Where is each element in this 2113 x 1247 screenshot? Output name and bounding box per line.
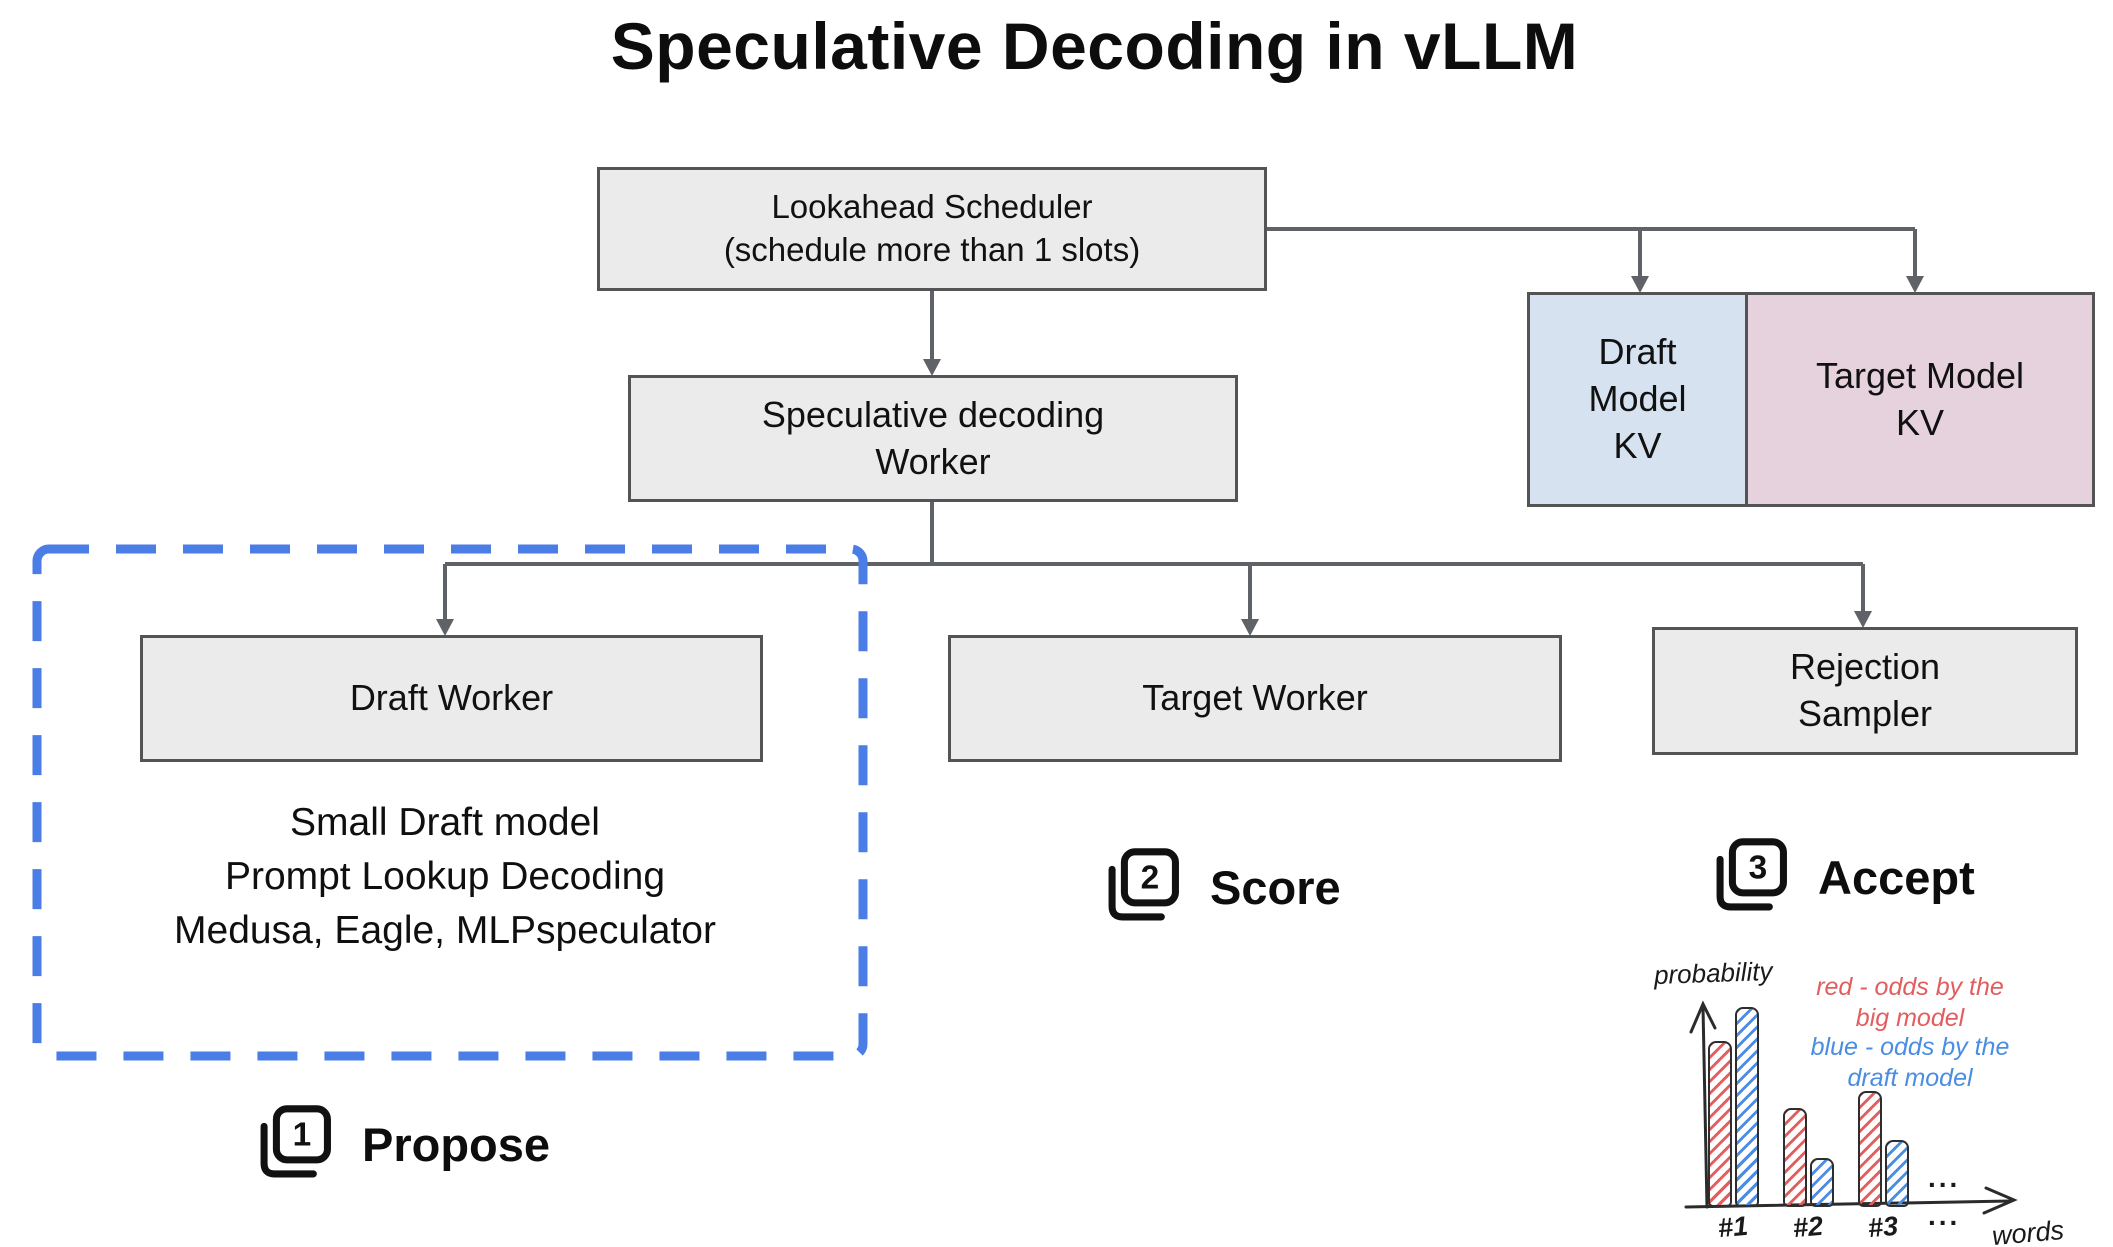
arrowheads [436, 276, 1924, 636]
x-axis-arrow-icon [1982, 1186, 2018, 1215]
step-number: 1 [293, 1117, 312, 1154]
step-number: 3 [1749, 850, 1768, 887]
arrow-down-icon [436, 619, 454, 636]
chart-tick-label: #2 [1791, 1210, 1825, 1244]
filter-2-icon: 2 [1108, 848, 1179, 921]
arrow-down-icon [1906, 276, 1924, 293]
step-label: Propose [362, 1117, 551, 1171]
chart-tick-label: #1 [1716, 1210, 1750, 1244]
connector-lines [443, 227, 1917, 619]
node-target-worker: Target Worker [948, 635, 1562, 762]
node-draft-worker: Draft Worker [140, 635, 763, 762]
chart-bar-red-#1 [1708, 1041, 1732, 1207]
arrow-down-icon [1854, 611, 1872, 628]
draft-methods-text: Small Draft model Prompt Lookup Decoding… [174, 801, 716, 952]
chart-bar-red-#2 [1783, 1108, 1807, 1207]
probability-chart: probability words red - odds by the big … [1640, 952, 2100, 1247]
chart-tick-label: #3 [1866, 1210, 1900, 1244]
node-speculative-decoding-worker: Speculative decoding Worker [628, 375, 1238, 502]
chart-legend-blue: blue - odds by the draft model [1810, 1033, 2010, 1093]
chart-ellipsis-below: ... [1928, 1200, 1961, 1231]
step-propose: 1 Propose [250, 1100, 550, 1188]
filter-1-icon: 1 [260, 1105, 331, 1178]
step-number: 2 [1141, 860, 1160, 897]
step-label: Score [1210, 860, 1341, 914]
chart-ellipsis-above: ... [1928, 1162, 1961, 1193]
step-score: 2 Score [1098, 843, 1341, 931]
filter-3-icon: 3 [1716, 838, 1787, 911]
chart-ylabel: probability [1653, 955, 1773, 991]
chart-bar-blue-#2 [1810, 1158, 1834, 1207]
step-label: Accept [1818, 850, 1975, 904]
node-lookahead-scheduler: Lookahead Scheduler (schedule more than … [597, 167, 1267, 291]
node-rejection-sampler: Rejection Sampler [1652, 627, 2078, 755]
arrow-down-icon [1241, 619, 1259, 636]
node-draft-model-kv: Draft Model KV [1527, 292, 1748, 507]
chart-bar-blue-#3 [1885, 1140, 1909, 1207]
chart-bar-red-#3 [1858, 1091, 1882, 1207]
page-title: Speculative Decoding in vLLM [610, 9, 1579, 83]
chart-legend-red: red - odds by the big model [1816, 973, 2004, 1033]
node-target-model-kv: Target Model KV [1745, 292, 2095, 507]
y-axis-arrow-icon [1689, 1000, 1717, 1034]
propose-highlight-dashed-box [32, 544, 868, 1061]
step-accept: 3 Accept [1706, 833, 1975, 921]
arrow-down-icon [923, 359, 941, 376]
chart-bar-blue-#1 [1735, 1007, 1759, 1207]
arrow-down-icon [1631, 276, 1649, 293]
chart-xlabel: words [1990, 1214, 2066, 1247]
y-axis [1701, 1005, 1709, 1209]
